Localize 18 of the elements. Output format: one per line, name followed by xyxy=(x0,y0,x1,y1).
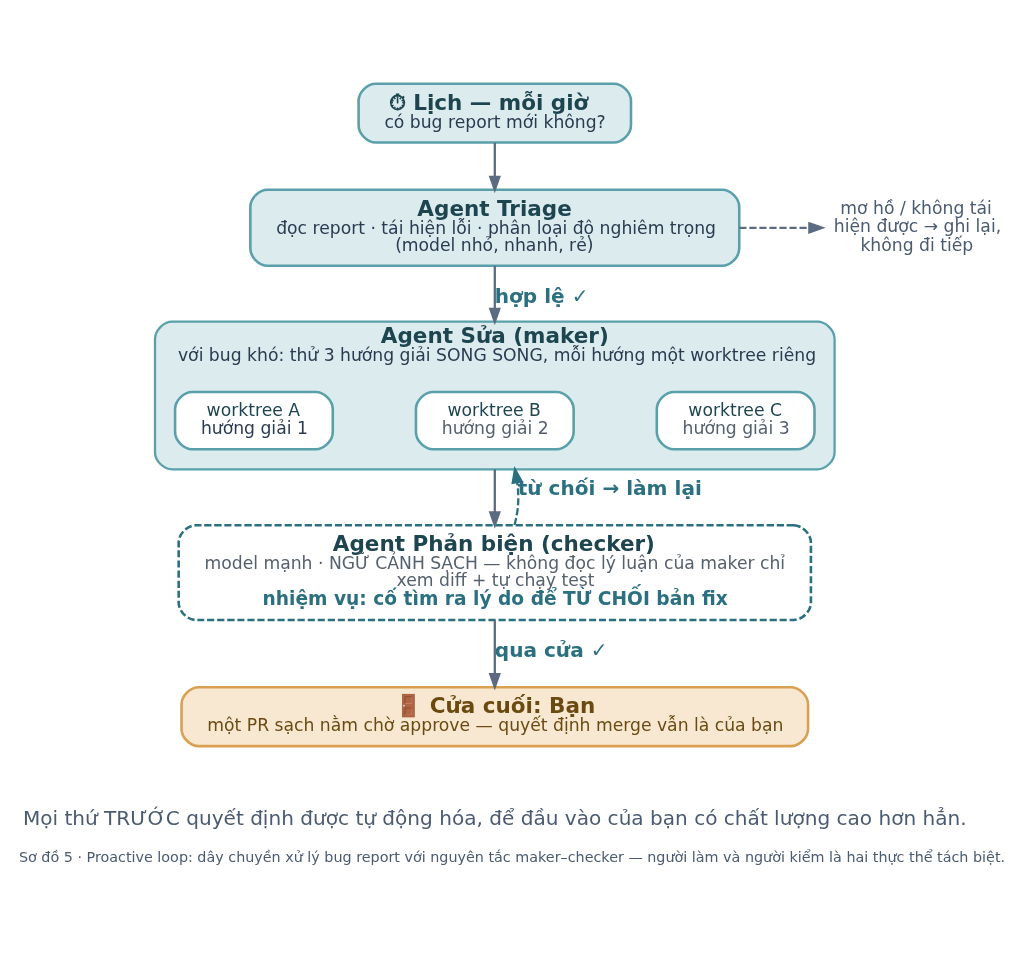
node-box: worktree B hướng giải 2 xyxy=(414,390,575,451)
caption: Sơ đồ 5 · Proactive loop: dây chuyền xử lý bug report với nguyên tắc maker–checker — người làm và người kiểm là hai thực thể tách biệt. xyxy=(18,848,1006,865)
node-box: 🚪 Cửa cuối: Bạn một PR sạch nằm chờ approve — quyết định merge vẫn là của bạn xyxy=(180,685,810,747)
node-box: worktree A hướng giải 1 xyxy=(173,390,335,451)
arrow xyxy=(488,265,501,325)
node-box: ⏱ Lịch — mỗi giờ có bug report mới không? xyxy=(357,81,633,144)
node-box: worktree C hướng giải 3 xyxy=(655,390,816,451)
edge-label: từ chối → làm lại xyxy=(517,475,702,500)
node-box: Agent Triage đọc report · tái hiện lỗi · phân loại độ nghiêm trọng (model nhỏ, nhanh, rẻ) xyxy=(249,188,741,267)
edge-label: hợp lệ ✓ xyxy=(494,283,589,308)
node-box: Agent Phản biện (checker) model mạnh · NGỮ CẢNH SẠCH — không đọc lý luận của maker chỉ xem diff + tự chạy test nhiệm vụ: cố tìm ra lý do để TỪ CHỐI bản fix xyxy=(177,523,813,621)
label: Mọi thứ TRƯỚC quyết định được tự động hóa, để đầu vào của bạn có chất lượng cao hơn hẳn. xyxy=(22,805,967,830)
arrow xyxy=(511,465,524,525)
arrow xyxy=(739,221,826,234)
arrow xyxy=(488,142,501,193)
node-text: mơ hồ / không tái hiện được → ghi lại, không đi tiếp xyxy=(833,197,1002,255)
arrow xyxy=(488,619,501,691)
arrow xyxy=(488,468,501,529)
